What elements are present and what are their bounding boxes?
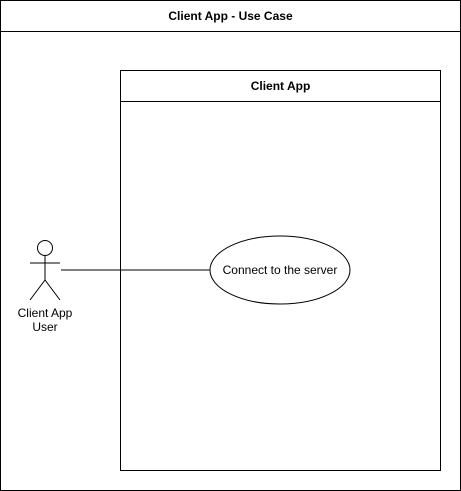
actor-stick-figure-icon: [29, 240, 61, 301]
actor-right-leg: [44, 279, 61, 301]
use-case-ellipse: [209, 235, 351, 305]
actor-left-leg: [29, 279, 46, 301]
actor-label: Client App User: [17, 306, 73, 334]
use-case-label: Connect to the server: [222, 263, 338, 277]
actor-head: [37, 240, 53, 256]
diagram-title: Client App - Use Case: [1, 1, 460, 32]
system-boundary-title: Client App: [121, 71, 440, 102]
